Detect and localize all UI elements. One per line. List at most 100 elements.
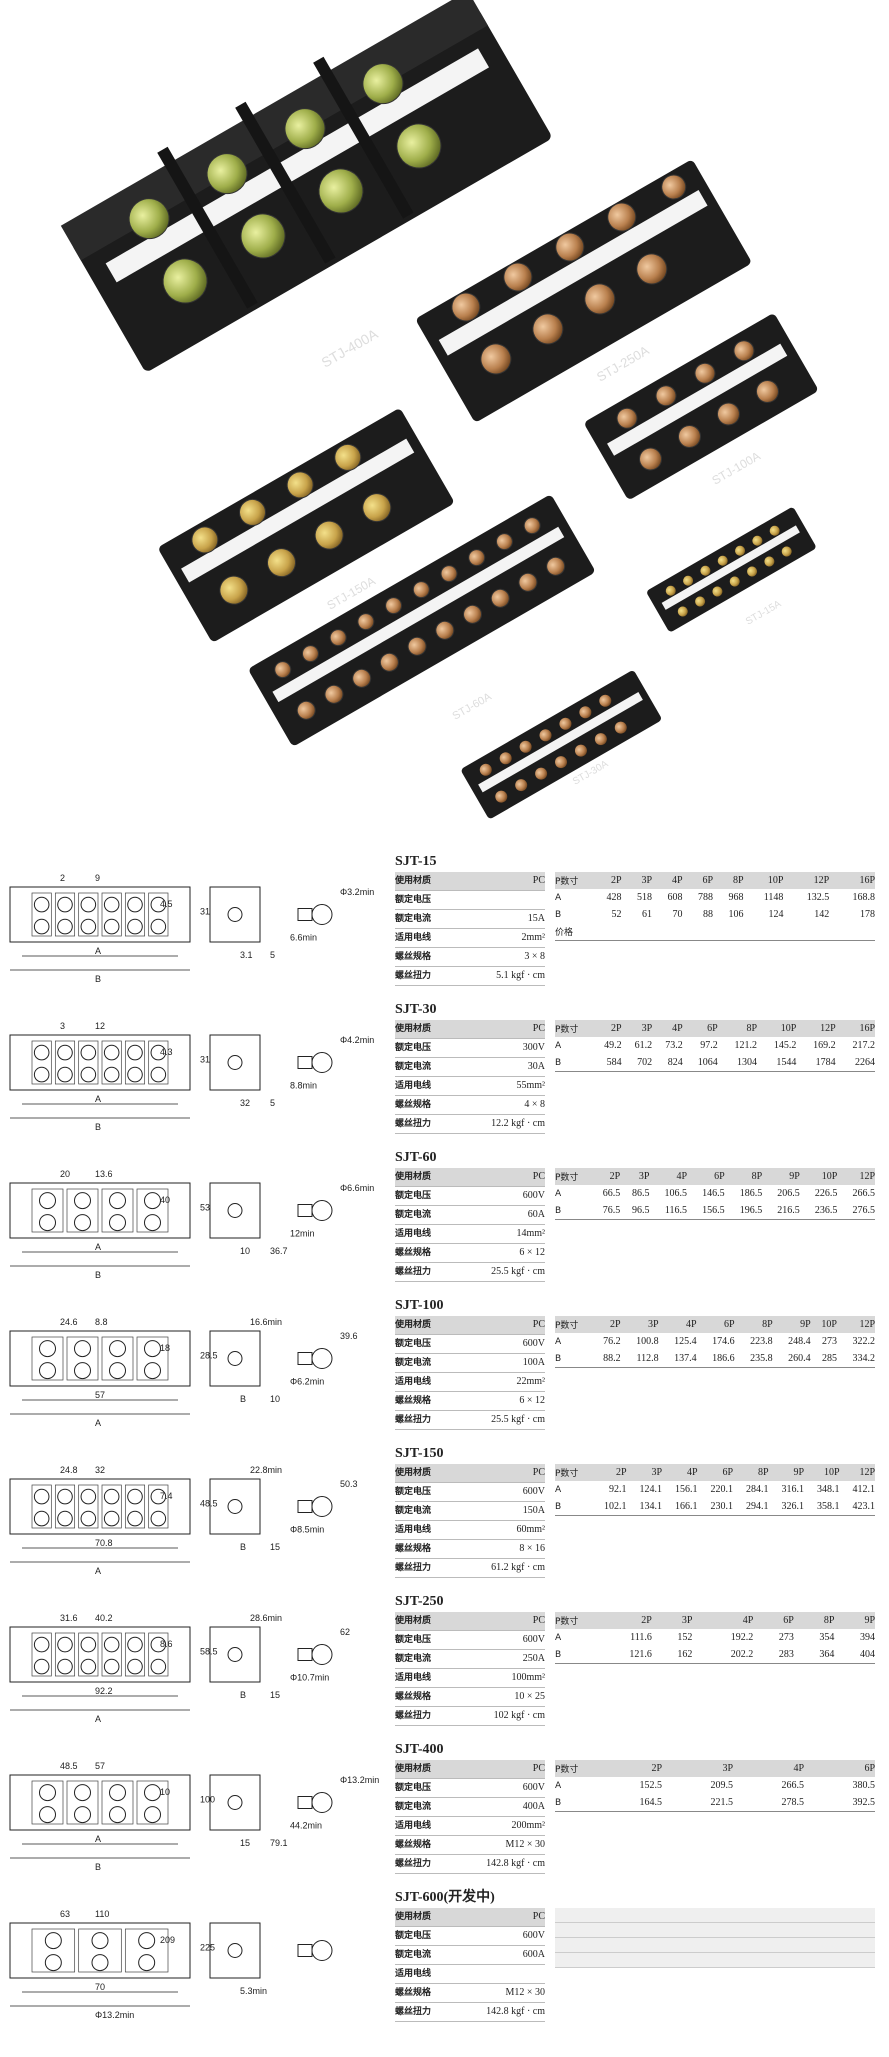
price-cell: 100.8	[636, 1336, 659, 1347]
price-header-cell: 2P	[591, 1760, 662, 1777]
terminal-cell	[124, 1632, 146, 1677]
price-cell: 112.8	[620, 1350, 659, 1368]
screw-icon	[109, 1340, 126, 1358]
dimension-label: 40	[160, 1195, 170, 1205]
terminal-cell	[148, 1632, 169, 1677]
lug-barrel-icon	[297, 1056, 313, 1069]
spec-key: 额定电流	[395, 1654, 432, 1664]
spec-value: M12 × 30	[505, 1987, 545, 1998]
lug-barrel-icon	[297, 1204, 313, 1217]
price-cell: 70	[672, 909, 683, 920]
screw-icon	[144, 1340, 161, 1358]
terminal-stj-400a	[60, 0, 551, 371]
spec-key: 额定电压	[395, 895, 432, 905]
price-cell: 206.5	[777, 1188, 800, 1199]
front-view-body	[9, 1034, 191, 1091]
spec-value: 150A	[522, 1505, 545, 1516]
price-header-cell: 9P	[834, 1612, 875, 1629]
terminal-cell	[54, 1040, 76, 1085]
terminal-cell	[31, 1336, 64, 1381]
terminal-cell	[31, 1928, 76, 1973]
price-cell	[555, 1908, 875, 1923]
terminal-cell	[31, 1040, 52, 1085]
screw-icon	[103, 1636, 120, 1653]
dimension-label: Φ10.7min	[290, 1673, 329, 1683]
price-cell: 1064	[682, 1054, 718, 1072]
terminal-cell	[66, 1336, 99, 1381]
screw-icon	[127, 1636, 143, 1653]
price-cell: 428	[606, 892, 622, 903]
price-cell	[713, 923, 744, 941]
price-header-cell: 6P	[753, 1612, 794, 1629]
price-cell: 608	[667, 892, 683, 903]
dimension-label: Φ8.5min	[290, 1525, 324, 1535]
price-cell	[555, 1952, 875, 1968]
screw-icon	[103, 1066, 120, 1083]
price-header-cell: P数寸	[555, 872, 591, 889]
screw-icon	[91, 1954, 109, 1972]
spec-key: 使用材质	[395, 1320, 432, 1330]
price-cell	[783, 923, 830, 941]
terminal-cell	[31, 892, 52, 937]
price-cell: 394	[860, 1632, 875, 1643]
price-cell: 284.1	[746, 1484, 769, 1495]
side-screw-icon	[227, 907, 243, 922]
price-cell: 248.4	[788, 1336, 811, 1347]
spec-key: 适用电线	[395, 1525, 432, 1535]
terminal-stj-60a	[249, 495, 595, 746]
terminal-cell	[148, 1484, 169, 1529]
price-header-cell: 2P	[591, 1612, 652, 1629]
spec-value: 250A	[522, 1653, 545, 1664]
terminal-cell	[101, 1484, 122, 1529]
product-photo: STJ-400A STJ-250A STJ-100A STJ-150A	[0, 0, 889, 850]
lug-barrel-icon	[297, 908, 313, 921]
price-cell: 1304	[717, 1054, 757, 1072]
spec-key: 螺丝规格	[395, 1544, 432, 1554]
front-view-body	[9, 886, 191, 943]
screw-icon	[80, 896, 97, 913]
dimension-label: 100	[200, 1795, 215, 1805]
spec-value: 600V	[522, 1930, 545, 1941]
spec-key: 额定电压	[395, 1339, 432, 1349]
spec-key: 适用电线	[395, 933, 432, 943]
price-blank-row	[555, 1937, 875, 1953]
lug-barrel-icon	[297, 1944, 313, 1957]
spec-key: 螺丝扭力	[395, 1563, 432, 1573]
spec-value: 25.5 kgf · cm	[491, 1266, 545, 1277]
dimension-label: 12min	[290, 1229, 315, 1239]
terminal-cell	[78, 1484, 99, 1529]
spec-key: 螺丝扭力	[395, 1859, 432, 1869]
spec-value: 12.2 kgf · cm	[491, 1118, 545, 1129]
price-cell: 220.1	[710, 1484, 734, 1495]
screw-icon	[74, 1784, 91, 1802]
price-header-cell: 6P	[687, 1168, 725, 1185]
price-header-cell: 3P	[621, 1020, 653, 1037]
price-header-cell: 2P	[591, 1464, 627, 1481]
terminal-cell	[54, 1484, 76, 1529]
spec-key: 使用材质	[395, 876, 432, 886]
price-cell: 121.6	[591, 1646, 652, 1664]
spec-key: 螺丝规格	[395, 1692, 432, 1702]
price-header-cell: 8P	[733, 1464, 769, 1481]
price-cell: 169.2	[813, 1040, 836, 1051]
terminal-cell	[148, 1040, 169, 1085]
price-cell: 2264	[835, 1054, 875, 1072]
spec-key: 使用材质	[395, 1172, 432, 1182]
price-cell	[621, 923, 652, 941]
price-cell: 76.2	[603, 1336, 621, 1347]
price-header-cell: 16P	[829, 872, 875, 889]
